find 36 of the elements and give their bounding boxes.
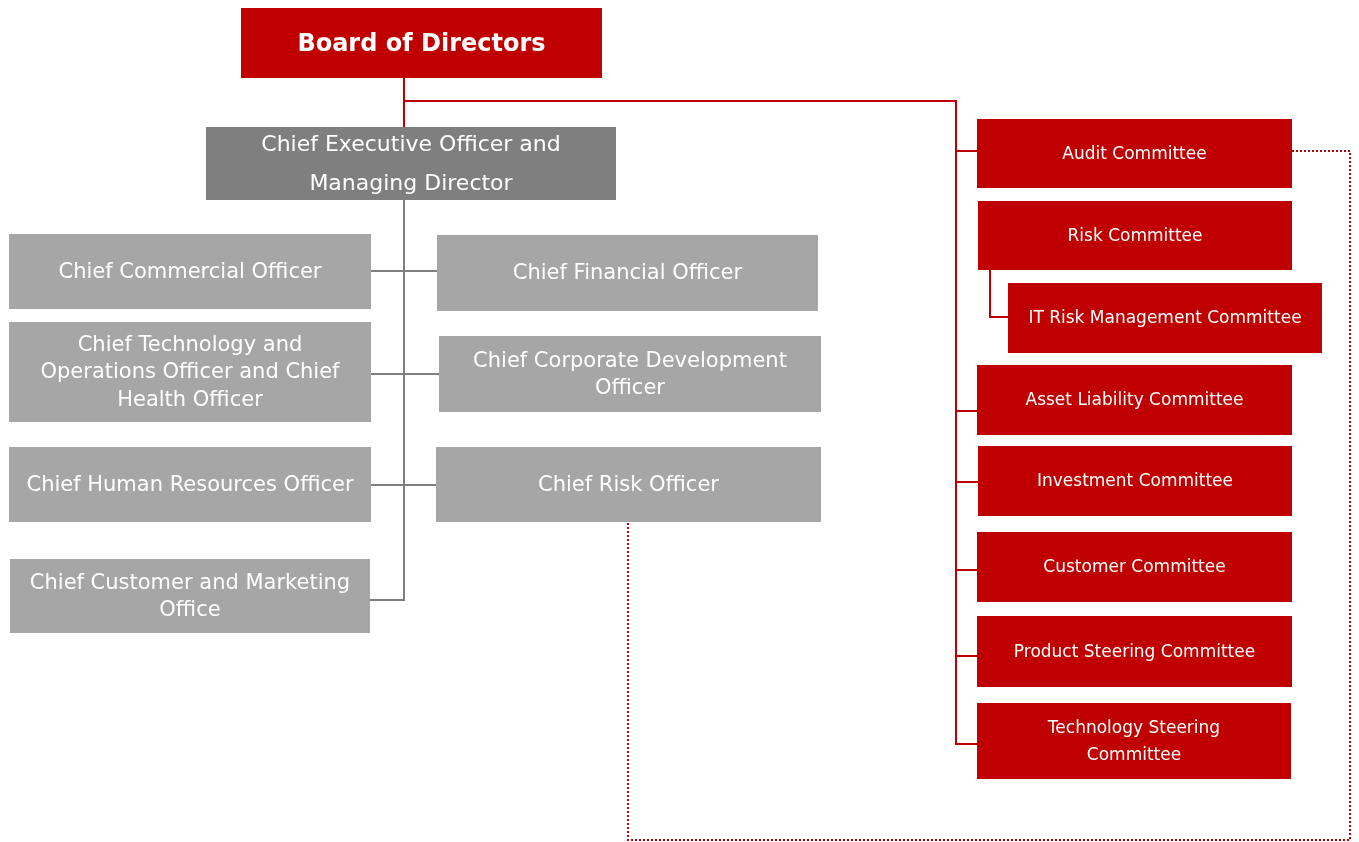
node-label: Investment Committee	[1036, 469, 1234, 493]
officer-box	[439, 336, 821, 412]
officer-box	[9, 322, 371, 422]
node-label: Product Steering Committee	[1013, 639, 1256, 663]
node-label: Board of Directors	[297, 28, 546, 58]
node-label: Chief Corporate Development Officer	[472, 346, 788, 401]
committee-box	[978, 446, 1292, 516]
node-label: Risk Committee	[1067, 223, 1203, 247]
node-label: IT Risk Management Committee	[1028, 306, 1302, 330]
board-box	[241, 8, 602, 78]
committee-box	[977, 532, 1292, 602]
node-label: Chief Financial Officer	[512, 259, 743, 287]
node-label: Audit Committee	[1062, 141, 1207, 165]
node-label: Customer Committee	[1043, 555, 1226, 579]
executive-box	[206, 127, 616, 200]
node-label: Chief Executive Officer and Managing Director	[260, 130, 562, 197]
node-label: Chief Customer and Marketing Office	[28, 568, 352, 623]
committee-box	[977, 616, 1292, 687]
officer-box	[436, 447, 821, 522]
node-label: Chief Risk Officer	[538, 470, 719, 498]
officer-box	[9, 447, 371, 522]
committee-box	[977, 703, 1291, 779]
node-label: Technology Steering Committee	[1047, 715, 1221, 766]
connector-line	[989, 269, 1009, 318]
node-label: Chief Human Resources Officer	[26, 470, 354, 498]
node-label: Chief Commercial Officer	[58, 257, 322, 285]
officer-box	[9, 234, 371, 309]
committee-box	[977, 365, 1292, 435]
officer-box	[437, 235, 818, 311]
committee-box	[977, 119, 1292, 188]
committee-box	[1008, 283, 1322, 353]
node-label: Asset Liability Committee	[1025, 388, 1244, 412]
committee-box	[978, 201, 1292, 270]
node-label: Chief Technology and Operations Officer and Chief Health Officer	[39, 331, 341, 413]
dotted-connector	[627, 150, 1351, 841]
officer-box	[10, 559, 370, 633]
